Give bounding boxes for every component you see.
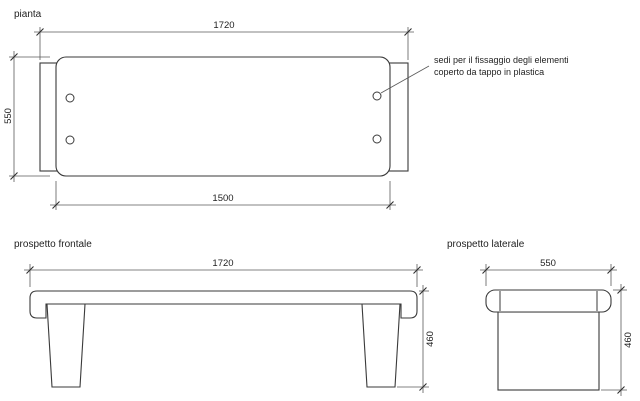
side-seat-slab <box>485 289 612 313</box>
dimension-tick <box>386 201 394 209</box>
side-elevation-view: prospetto laterale 550 460 <box>447 239 634 396</box>
dim-side-depth: 550 <box>480 258 617 286</box>
dimension-tick <box>52 201 60 209</box>
dimension-tick <box>419 287 427 295</box>
plan-seat-slab <box>55 56 391 177</box>
dimension-value: 460 <box>425 331 436 347</box>
front-right-leg <box>361 303 401 388</box>
annotation-line-1: sedi per il fissaggio degli elementi <box>434 55 569 65</box>
dimension-tick <box>482 266 490 274</box>
dimension-tick <box>10 172 18 180</box>
front-elevation-view: prospetto frontale 1720 460 <box>14 239 436 393</box>
dimension-tick <box>607 266 615 274</box>
dimension-tick <box>413 266 421 274</box>
fixing-hole <box>65 135 75 145</box>
dim-front-height: 460 <box>397 285 436 393</box>
dimension-value: 1720 <box>212 258 233 269</box>
dimension-tick <box>36 28 44 36</box>
dimension-value: 550 <box>540 258 556 269</box>
plan-view: pianta sedi per il fissaggio degli eleme… <box>3 9 569 210</box>
dim-plan-depth: 550 <box>3 51 50 182</box>
side-view-label: prospetto laterale <box>447 239 525 250</box>
dimension-tick <box>617 386 625 394</box>
dimension-tick <box>419 383 427 391</box>
front-seat-slab <box>29 290 418 319</box>
dim-plan-seat-width: 1500 <box>50 181 396 210</box>
dim-side-height: 460 <box>601 284 634 396</box>
dimension-value: 1500 <box>212 193 233 204</box>
plan-view-label: pianta <box>14 9 42 20</box>
front-left-leg <box>46 303 86 388</box>
dimension-tick <box>10 53 18 61</box>
fixing-hole <box>372 134 382 144</box>
front-view-label: prospetto frontale <box>14 239 92 250</box>
plan-left-support <box>39 62 59 172</box>
dimension-tick <box>617 286 625 294</box>
dim-plan-overall-width: 1720 <box>34 20 414 60</box>
dimension-value: 460 <box>623 332 634 348</box>
dimension-tick <box>26 266 34 274</box>
dimension-value: 1720 <box>213 20 234 31</box>
annotation-leader-line <box>380 65 430 94</box>
dimension-value: 550 <box>3 108 14 124</box>
dimension-tick <box>404 28 412 36</box>
fixing-hole <box>372 91 382 101</box>
dim-front-width: 1720 <box>24 258 423 287</box>
fixing-hole <box>65 93 75 103</box>
annotation-line-2: coperto da tappo in plastica <box>434 67 544 77</box>
side-leg-panel <box>497 311 600 391</box>
